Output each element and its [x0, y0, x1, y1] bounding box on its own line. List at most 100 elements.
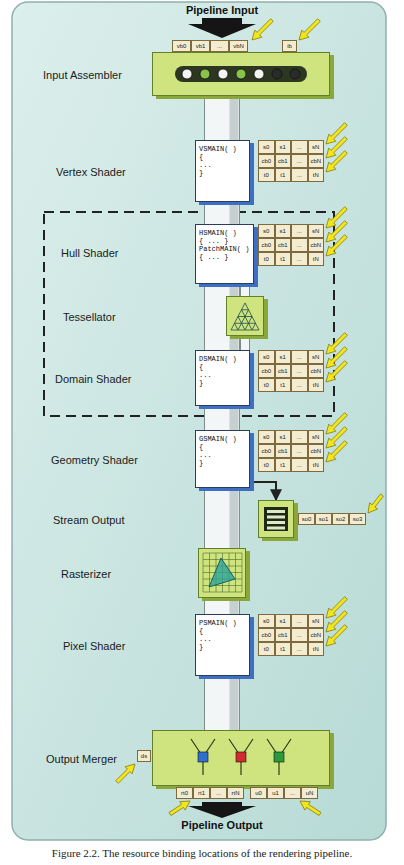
binding-slot: rt0 — [176, 787, 193, 799]
pipeline-column — [222, 202, 234, 224]
code-line: } — [199, 459, 237, 467]
binding-slot: uN — [301, 787, 318, 799]
binding-slot: tN — [308, 378, 325, 392]
input-dot — [218, 69, 228, 79]
code-line: { — [199, 363, 237, 371]
binding-slot: cb1 — [275, 364, 292, 378]
binding-slot: cbN — [308, 628, 325, 642]
column-face — [241, 336, 249, 350]
input-arrow — [188, 18, 256, 38]
binding-slot: cbN — [308, 444, 325, 458]
binding-slot: ... — [291, 628, 308, 642]
binding-slot: cb1 — [275, 154, 292, 168]
binding-slot: t1 — [275, 378, 292, 392]
binding-slot: cb0 — [258, 628, 275, 642]
binding-slot: rtN — [227, 787, 244, 799]
binding-slot: t0 — [258, 378, 275, 392]
code-line: HSMAIN( ) — [199, 229, 249, 237]
column-face — [205, 96, 239, 140]
binding-slot: s1 — [275, 614, 292, 628]
binding-slot: so0 — [298, 513, 315, 525]
binding-slot: t0 — [258, 168, 275, 182]
column-face — [205, 676, 239, 730]
binding-arrow — [326, 235, 347, 256]
binding-slot: ... — [291, 350, 308, 364]
binding-slot: cb0 — [258, 154, 275, 168]
stage-illustration — [153, 53, 329, 95]
shader-code: VSMAIN( ){...} — [199, 145, 237, 177]
binding-slot: ... — [291, 614, 308, 628]
pipeline-label: Pipeline Input — [160, 4, 284, 17]
binding-slot: t0 — [258, 252, 275, 266]
binding-slot: u0 — [250, 787, 267, 799]
stream-line — [267, 527, 285, 530]
binding-slot: s0 — [258, 350, 275, 364]
stage-label: Geometry Shader — [51, 454, 138, 467]
stage-label: Stream Output — [53, 514, 125, 527]
binding-slot: tN — [308, 168, 325, 182]
stage-label: Domain Shader — [55, 373, 131, 386]
stage-label: Output Merger — [46, 753, 117, 766]
binding-slot: s0 — [258, 140, 275, 154]
figure-caption: Figure 2.2. The resource binding locatio… — [0, 846, 404, 860]
binding-arrow — [326, 151, 347, 172]
pipeline-column — [245, 284, 246, 296]
binding-slot: sN — [308, 350, 325, 364]
input-dot — [290, 69, 300, 79]
column-side — [230, 488, 239, 548]
column-side — [230, 676, 239, 730]
binding-slot: ... — [291, 224, 308, 238]
code-line: ... — [199, 371, 237, 379]
column-face — [205, 488, 239, 548]
binding-slot: t1 — [275, 252, 292, 266]
merge-unit — [274, 752, 284, 762]
code-line: PSMAIN( ) — [199, 619, 237, 627]
pipeline-column — [245, 336, 246, 350]
binding-slot: s1 — [275, 224, 292, 238]
binding-slot: sN — [308, 224, 325, 238]
column-outline — [204, 676, 240, 730]
binding-slot: so2 — [332, 513, 349, 525]
pipeline-label: Pipeline Output — [160, 819, 284, 832]
binding-slot: s0 — [258, 614, 275, 628]
fixed-stage-box: Input Assembler — [152, 52, 330, 96]
binding-slot: ... — [291, 168, 308, 182]
binding-slot: s0 — [258, 430, 275, 444]
binding-slot: cb0 — [258, 364, 275, 378]
column-outline — [240, 284, 250, 296]
stream-line — [267, 521, 285, 524]
column-side — [230, 406, 239, 430]
binding-arrow — [300, 801, 321, 816]
column-outline — [204, 96, 240, 140]
binding-slot: tN — [308, 458, 325, 472]
pipeline-column — [222, 598, 234, 614]
binding-slot: tN — [308, 252, 325, 266]
code-line: ... — [199, 635, 237, 643]
code-line: PatchMAIN( ) — [199, 245, 249, 253]
code-line: { — [199, 443, 237, 451]
column-outline — [240, 336, 250, 350]
merge-wire — [191, 739, 215, 775]
column-outline — [204, 202, 240, 224]
pipeline-column — [222, 676, 234, 730]
pipeline-panel — [12, 2, 386, 840]
binding-slot: ... — [291, 154, 308, 168]
binding-slot: cb0 — [258, 444, 275, 458]
stage-label: Vertex Shader — [56, 166, 126, 179]
output-arrow — [188, 802, 256, 818]
binding-slot: so1 — [315, 513, 332, 525]
raster-triangle — [209, 558, 235, 587]
binding-slot: ... — [210, 40, 229, 52]
binding-slot: t1 — [275, 168, 292, 182]
binding-slot: ... — [291, 444, 308, 458]
flow-arrow — [250, 482, 276, 500]
binding-slot: t0 — [258, 458, 275, 472]
column-face — [205, 598, 239, 614]
binding-slot: ... — [291, 252, 308, 266]
binding-slot: ... — [291, 140, 308, 154]
input-dot — [182, 69, 192, 79]
tessellation-bracket — [44, 212, 334, 416]
shader-stage-box: Domain ShaderDSMAIN( ){...} — [195, 350, 250, 406]
input-dot — [200, 69, 210, 79]
input-dot — [272, 69, 282, 79]
